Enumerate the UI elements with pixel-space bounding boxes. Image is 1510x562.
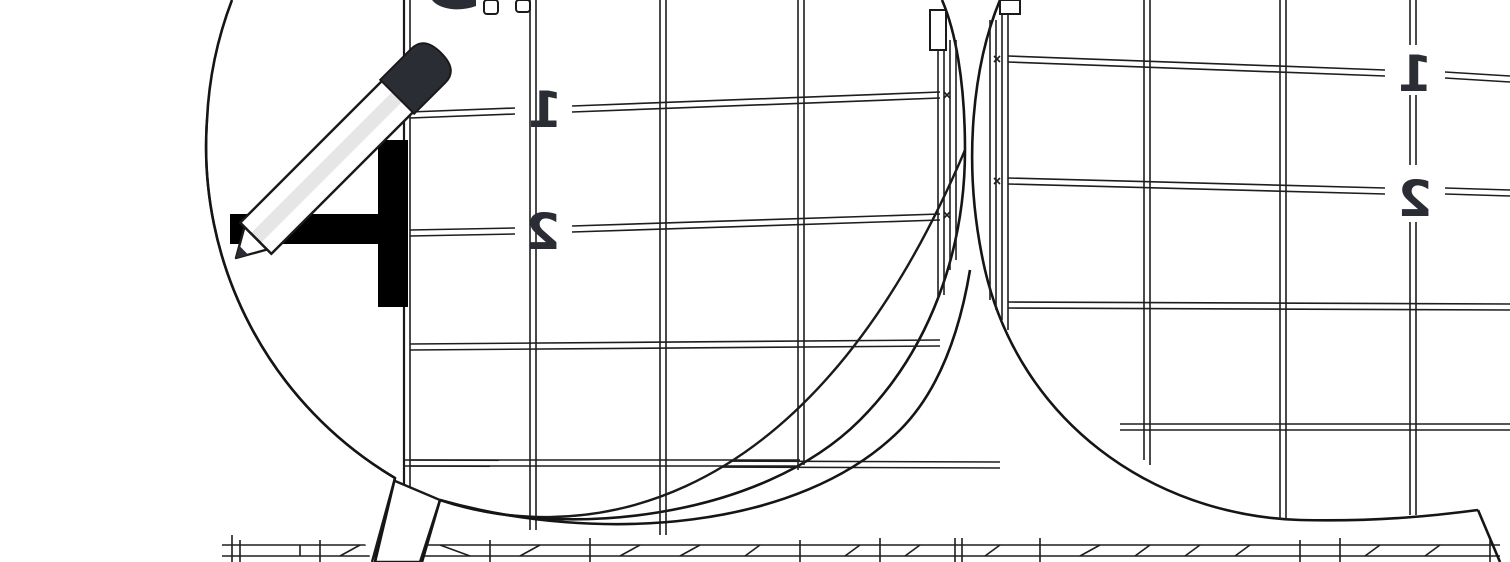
marker-label-2-right: 2 (1398, 170, 1433, 228)
grid-right (989, 0, 1510, 520)
pencil-icon (234, 42, 452, 260)
marker-label-2-left: 2 (526, 203, 561, 261)
marker-label-1-left: 1 (528, 81, 563, 139)
magnifier-right: 1 2 (439, 0, 1510, 562)
grid-left (409, 0, 957, 535)
marker-label-1-right: 1 (1398, 45, 1433, 103)
magnifier-left: 1 2 (204, 0, 967, 562)
